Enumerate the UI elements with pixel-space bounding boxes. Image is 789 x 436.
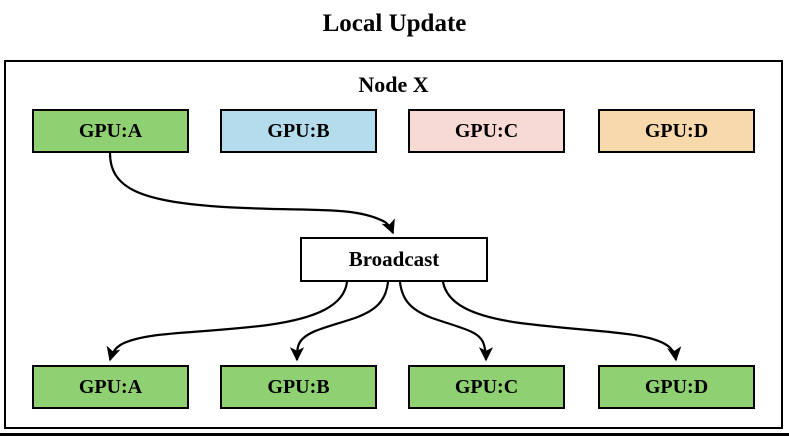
node-x-label: Node X bbox=[358, 72, 429, 97]
gpu-a-bottom-box: GPU:A bbox=[32, 365, 189, 409]
gpu-a-top-box: GPU:A bbox=[32, 109, 189, 153]
gpu-c-top-label: GPU:C bbox=[454, 119, 519, 142]
node-x-container bbox=[4, 60, 783, 429]
diagram-title: Local Update bbox=[322, 10, 467, 37]
broadcast-box: Broadcast bbox=[300, 237, 488, 282]
gpu-b-bottom-label: GPU:B bbox=[267, 375, 330, 398]
gpu-d-bottom-box: GPU:D bbox=[598, 365, 755, 409]
gpu-d-top-box: GPU:D bbox=[598, 109, 755, 153]
gpu-a-bottom-label: GPU:A bbox=[78, 375, 143, 398]
gpu-c-bottom-label: GPU:C bbox=[454, 375, 519, 398]
broadcast-label: Broadcast bbox=[348, 247, 440, 271]
gpu-d-bottom-label: GPU:D bbox=[644, 375, 709, 398]
gpu-b-bottom-box: GPU:B bbox=[220, 365, 377, 409]
gpu-c-bottom-box: GPU:C bbox=[408, 365, 565, 409]
gpu-a-top-label: GPU:A bbox=[78, 119, 143, 142]
gpu-d-top-label: GPU:D bbox=[644, 119, 709, 142]
bottom-divider bbox=[0, 433, 789, 436]
gpu-c-top-box: GPU:C bbox=[408, 109, 565, 153]
gpu-b-top-box: GPU:B bbox=[220, 109, 377, 153]
gpu-b-top-label: GPU:B bbox=[267, 119, 330, 142]
